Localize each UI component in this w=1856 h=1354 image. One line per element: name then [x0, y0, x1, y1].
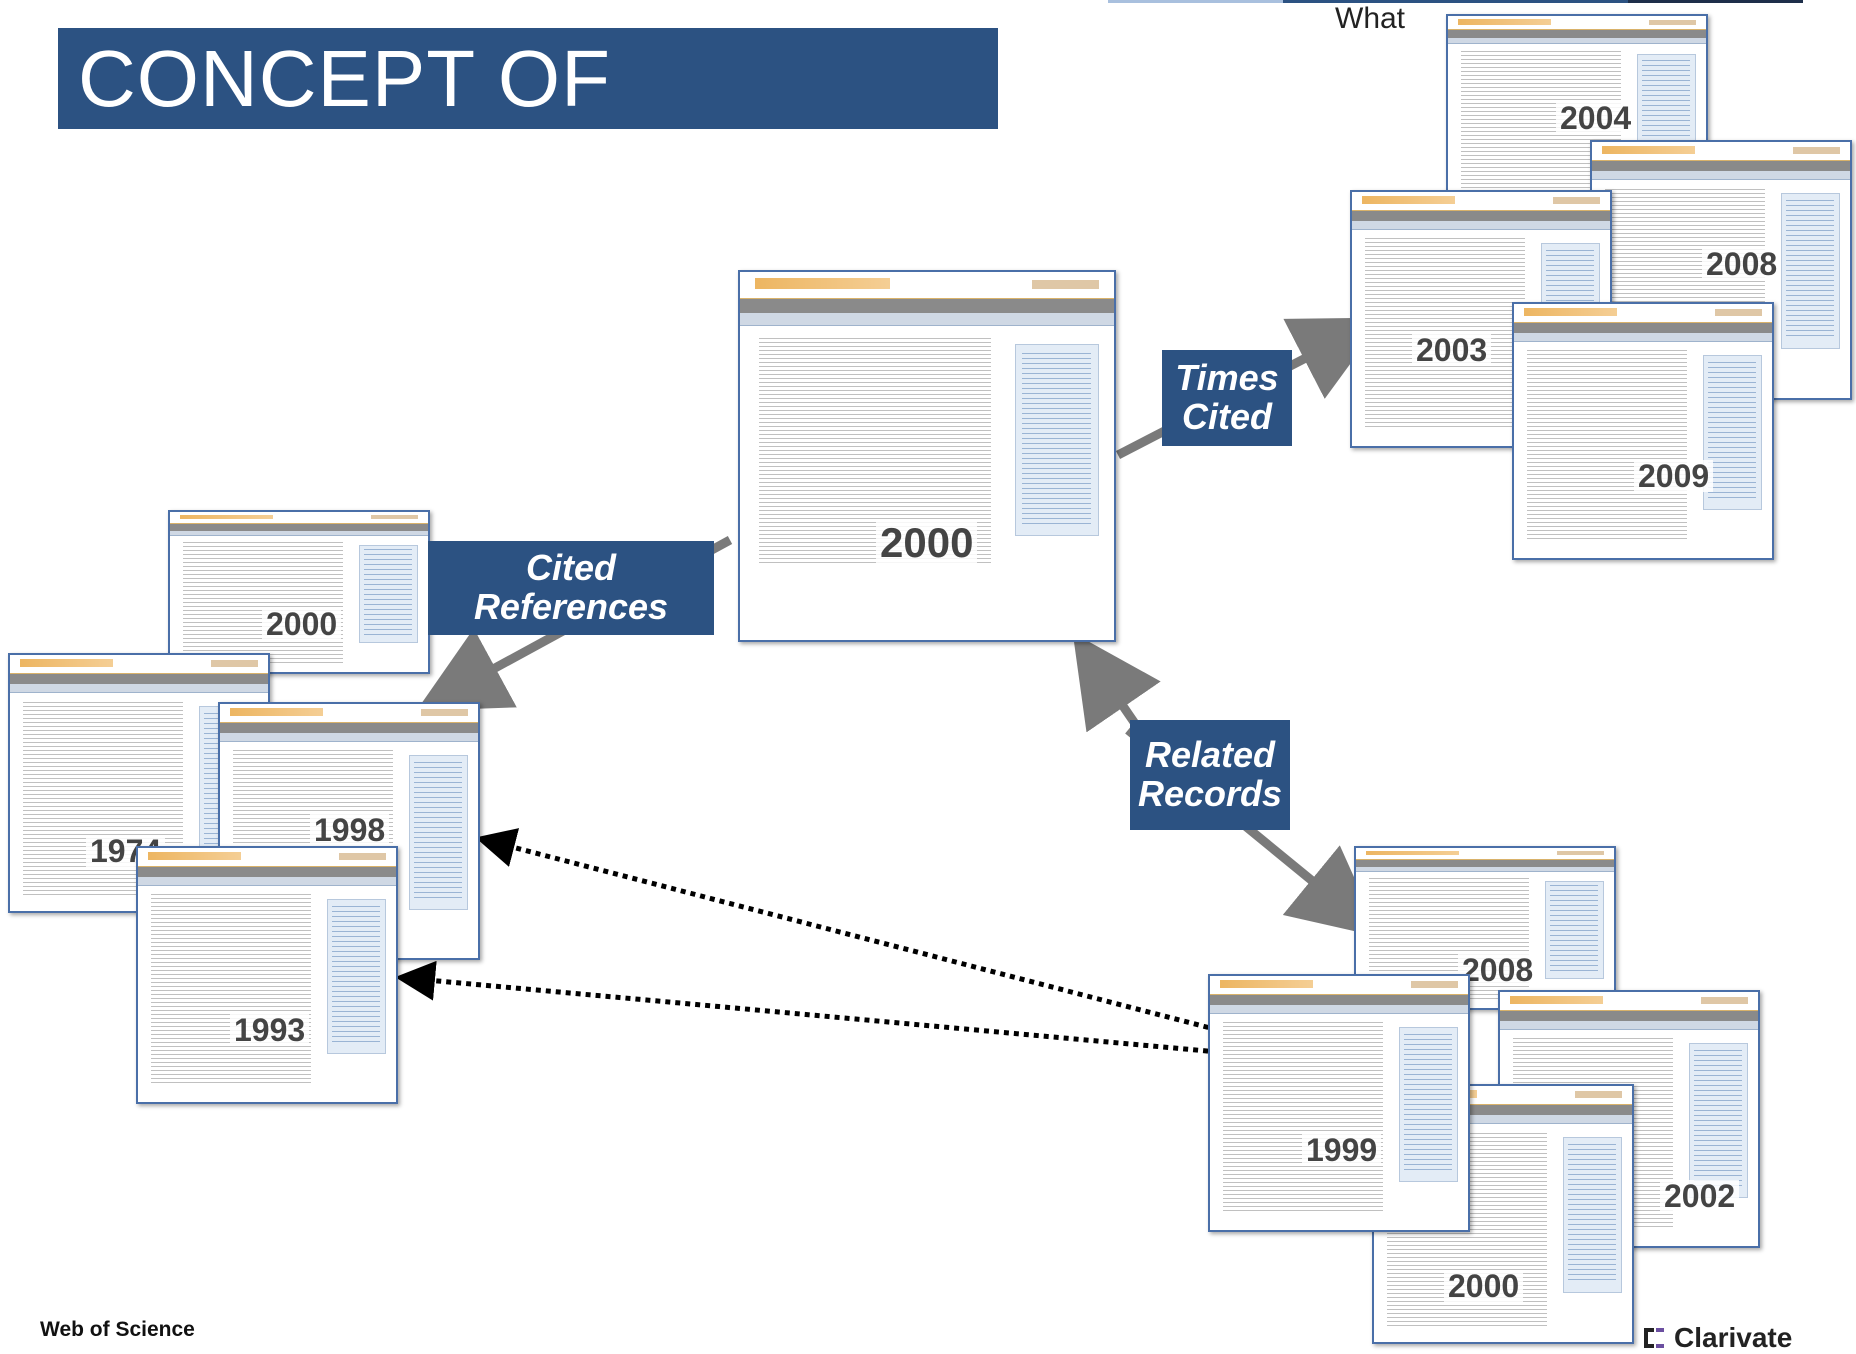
- record-year: 1999: [1302, 1133, 1382, 1166]
- top-bar-dark: [1628, 0, 1803, 3]
- record-year: 2002: [1660, 1179, 1740, 1212]
- clarivate-wordmark: Clarivate: [1674, 1322, 1793, 1353]
- record-card-1993[interactable]: 1993: [136, 846, 398, 1104]
- clarivate-mark-icon: [1644, 1328, 1664, 1348]
- record-year: 1998: [310, 813, 390, 846]
- record-year: 2004: [1556, 102, 1636, 135]
- record-year: 2009: [1634, 459, 1714, 492]
- related-records-label: Related Records: [1130, 720, 1290, 830]
- dotted-arrow-to-1993: [395, 960, 1219, 1055]
- top-bar-light: [1108, 0, 1283, 3]
- record-year: 2000: [262, 608, 342, 641]
- record-year: 1993: [230, 1013, 310, 1046]
- record-card-2009[interactable]: 2009: [1512, 302, 1774, 560]
- times-cited-label: Times Cited: [1162, 350, 1292, 446]
- record-card-2000-cited[interactable]: 2000: [168, 510, 430, 674]
- center-record-year: 2000: [876, 521, 978, 564]
- dotted-arrow-to-1998: [475, 828, 1219, 1033]
- record-year: 2000: [1444, 1269, 1524, 1302]
- top-fragment-text: What: [1335, 2, 1406, 35]
- record-card-2008-related[interactable]: 2008: [1354, 846, 1616, 1010]
- record-card-1999[interactable]: 1999: [1208, 974, 1470, 1232]
- cited-references-label: Cited References: [428, 541, 714, 635]
- top-bar-blue: [1283, 0, 1628, 3]
- record-year: 2003: [1412, 333, 1492, 366]
- record-card-center[interactable]: 2000: [738, 270, 1116, 642]
- record-year: 2008: [1702, 247, 1782, 280]
- clarivate-logo: Clarivate: [1640, 1322, 1792, 1354]
- record-year: 2008: [1458, 954, 1538, 987]
- footer-web-of-science: Web of Science: [40, 1318, 195, 1341]
- slide-title: CONCEPT OF CITATIONS: [58, 28, 998, 224]
